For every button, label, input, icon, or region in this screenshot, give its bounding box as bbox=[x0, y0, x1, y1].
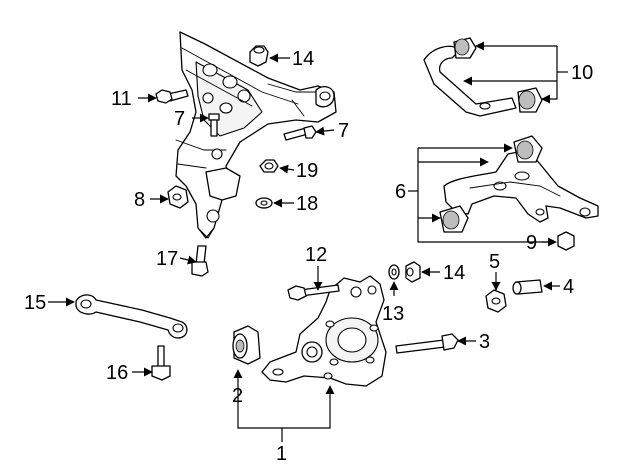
knuckle-1 bbox=[261, 275, 387, 387]
bolt-7-vertical bbox=[208, 113, 220, 137]
callout-3: 3 bbox=[479, 331, 490, 353]
callout-8: 8 bbox=[134, 189, 145, 211]
callout-17: 17 bbox=[156, 248, 178, 270]
callout-15: 15 bbox=[24, 292, 46, 314]
bushing-9 bbox=[557, 231, 575, 251]
nut-19 bbox=[259, 159, 279, 173]
callout-7-upper: 7 bbox=[174, 108, 185, 130]
toe-link-arm-15 bbox=[75, 294, 188, 339]
callout-11: 11 bbox=[111, 88, 132, 110]
washer-18 bbox=[255, 197, 273, 209]
callout-12: 12 bbox=[305, 244, 327, 266]
lower-control-arm-6 bbox=[439, 135, 599, 233]
nut-14-lower bbox=[405, 261, 421, 283]
callout-18: 18 bbox=[296, 193, 318, 215]
callout-labels: 1 2 3 4 5 6 7 7 8 9 10 11 12 13 14 14 15… bbox=[24, 48, 593, 465]
callout-19: 19 bbox=[296, 160, 318, 182]
nut-14-top bbox=[249, 45, 269, 67]
washer-13 bbox=[388, 264, 400, 280]
bolt-11 bbox=[155, 89, 189, 104]
nut-8 bbox=[167, 185, 189, 209]
callout-14-lower: 14 bbox=[443, 262, 465, 284]
callout-14-top: 14 bbox=[292, 48, 314, 70]
callout-10: 10 bbox=[571, 62, 593, 84]
bolt-3 bbox=[395, 333, 459, 354]
bolt-7-horizontal bbox=[283, 125, 317, 141]
callout-2: 2 bbox=[232, 385, 243, 407]
callout-6: 6 bbox=[395, 181, 406, 203]
callout-13: 13 bbox=[382, 303, 404, 325]
bushing-2 bbox=[232, 325, 261, 365]
callout-5: 5 bbox=[489, 251, 500, 273]
callout-7-right: 7 bbox=[338, 120, 349, 142]
callout-4: 4 bbox=[563, 276, 574, 298]
leader-lines bbox=[48, 41, 568, 442]
bolt-16 bbox=[151, 345, 171, 381]
callout-1: 1 bbox=[276, 443, 287, 465]
callout-16: 16 bbox=[106, 362, 128, 384]
nut-5 bbox=[485, 289, 507, 313]
upper-control-arm-10 bbox=[423, 37, 543, 117]
callout-9: 9 bbox=[526, 232, 537, 254]
sleeve-4 bbox=[512, 279, 543, 295]
